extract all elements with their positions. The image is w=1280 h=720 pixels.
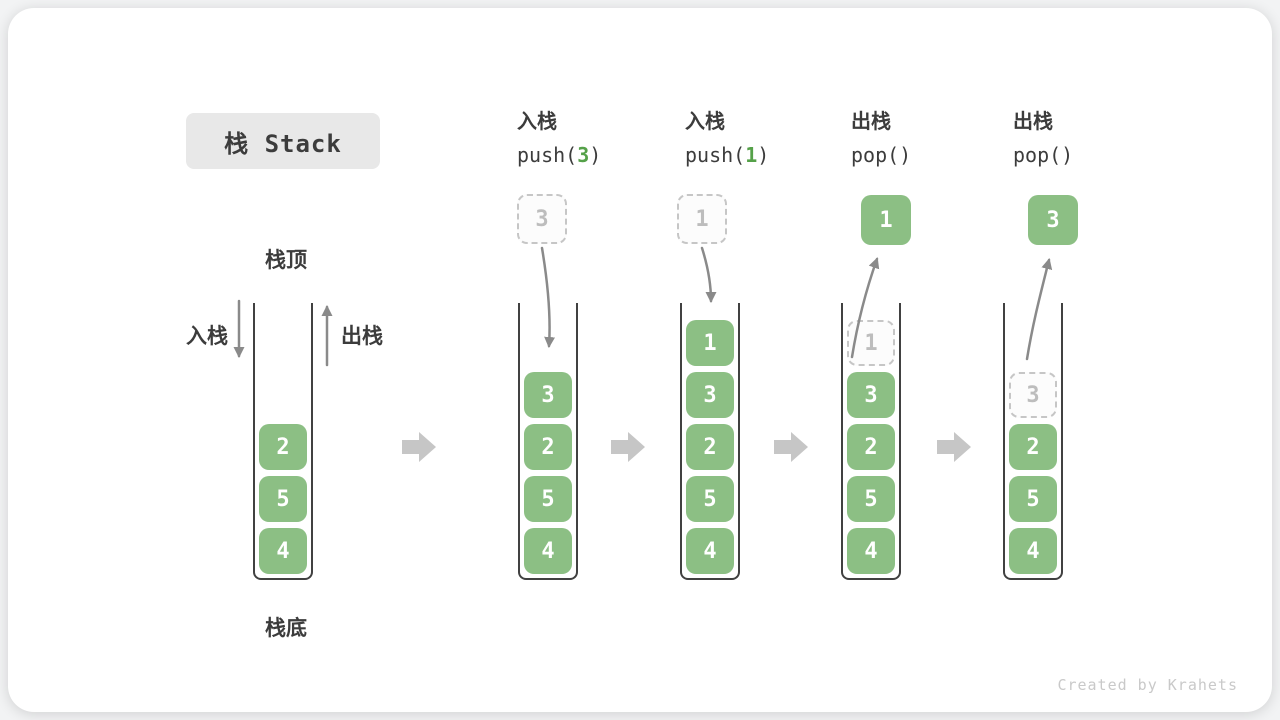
operation-code: push(3) (517, 138, 601, 172)
operation-code: push(1) (685, 138, 769, 172)
push-direction-label: 入栈 (186, 325, 228, 348)
stack-top-label: 栈顶 (265, 249, 307, 272)
stack-cell: 4 (686, 528, 734, 574)
operation-label-push-1: 入栈 push(1) (685, 108, 769, 172)
incoming-cell-ghost: 3 (517, 194, 567, 244)
stack-bottom-label: 栈底 (265, 617, 307, 640)
stack-cell: 4 (259, 528, 307, 574)
code-post: ) (1061, 143, 1074, 167)
stack-cell: 1 (686, 320, 734, 366)
stack-cell: 3 (847, 372, 895, 418)
removed-cell-ghost: 1 (847, 320, 895, 366)
figure-title: 栈 Stack (224, 129, 342, 158)
stack-cell: 5 (259, 476, 307, 522)
stack-cell: 5 (1009, 476, 1057, 522)
watermark: Created by Krahets (1057, 676, 1238, 694)
stack-cell: 4 (524, 528, 572, 574)
stack-container-after-pop-1: 1 3 2 5 4 (841, 303, 901, 580)
operation-code: pop() (851, 138, 911, 172)
code-arg: 3 (577, 143, 590, 167)
stack-cell: 3 (686, 372, 734, 418)
operation-name: 出栈 (851, 111, 891, 133)
popped-cell: 3 (1028, 195, 1078, 245)
code-pre: pop( (851, 143, 900, 167)
stack-cell: 5 (847, 476, 895, 522)
incoming-cell-ghost: 1 (677, 194, 727, 244)
popped-cell: 1 (861, 195, 911, 245)
operation-label-pop-2: 出栈 pop() (1013, 108, 1073, 172)
stack-cell: 2 (1009, 424, 1057, 470)
stack-cell: 2 (259, 424, 307, 470)
stack-cell: 5 (686, 476, 734, 522)
code-arg: 1 (745, 143, 758, 167)
code-post: ) (757, 143, 770, 167)
figure-title-box: 栈 Stack (186, 113, 380, 169)
stack-cell: 2 (847, 424, 895, 470)
stack-cell: 2 (686, 424, 734, 470)
stack-container-initial: 2 5 4 (253, 303, 313, 580)
operation-name: 出栈 (1013, 111, 1053, 133)
stack-cell: 3 (524, 372, 572, 418)
removed-cell-ghost: 3 (1009, 372, 1057, 418)
operation-label-push-3: 入栈 push(3) (517, 108, 601, 172)
operation-name: 入栈 (517, 111, 557, 133)
stack-container-after-push-1: 1 3 2 5 4 (680, 303, 740, 580)
stack-cell: 5 (524, 476, 572, 522)
stack-container-after-push-3: 3 2 5 4 (518, 303, 578, 580)
pop-direction-label: 出栈 (341, 325, 383, 348)
code-post: ) (589, 143, 602, 167)
stack-container-after-pop-2: 3 2 5 4 (1003, 303, 1063, 580)
operation-label-pop-1: 出栈 pop() (851, 108, 911, 172)
code-post: ) (899, 143, 912, 167)
stack-cell: 4 (1009, 528, 1057, 574)
stack-cell: 2 (524, 424, 572, 470)
operation-name: 入栈 (685, 111, 725, 133)
stack-cell: 4 (847, 528, 895, 574)
code-pre: push( (685, 143, 746, 167)
code-pre: pop( (1013, 143, 1062, 167)
operation-code: pop() (1013, 138, 1073, 172)
code-pre: push( (517, 143, 578, 167)
